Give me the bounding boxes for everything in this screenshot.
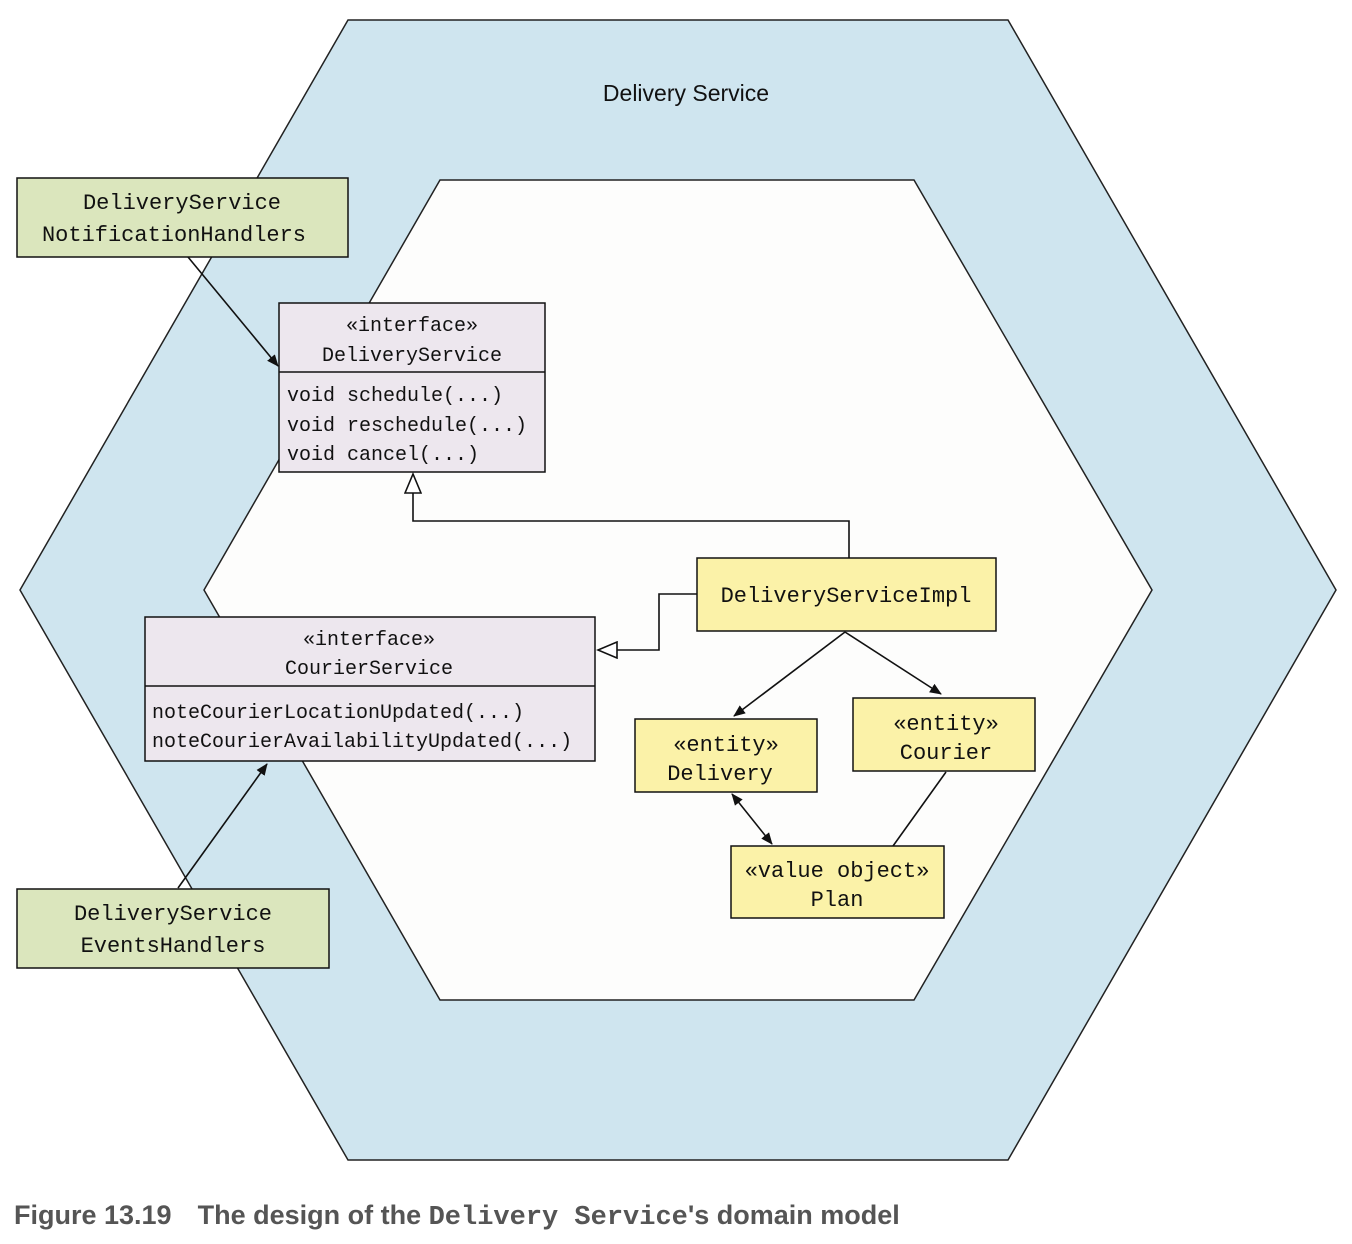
courier-service-name: CourierService: [285, 658, 453, 681]
delivery-entity-box: «entity» Delivery: [634, 718, 818, 793]
notification-handlers-line2: NotificationHandlers: [42, 223, 306, 248]
courier-service-method-location: noteCourierLocationUpdated(...): [152, 702, 524, 725]
delivery-service-method-reschedule: void reschedule(...): [287, 415, 527, 438]
impl-realizes-delivery-service: [413, 474, 850, 558]
notification-handlers-box: DeliveryService NotificationHandlers: [16, 177, 349, 258]
courier-entity-box: «entity» Courier: [852, 697, 1036, 772]
courier-plan-association: [892, 771, 947, 847]
courier-service-method-availability: noteCourierAvailabilityUpdated(...): [152, 731, 572, 754]
courier-entity-stereotype: «entity»: [893, 712, 999, 737]
events-handlers-line2: EventsHandlers: [81, 934, 266, 959]
events-handlers-arrow: [177, 763, 268, 889]
delivery-service-interface: «interface» DeliveryService void schedul…: [278, 302, 546, 473]
figure-number: Figure 13.19: [14, 1200, 172, 1230]
delivery-service-method-schedule: void schedule(...): [287, 385, 503, 408]
plan-value-object-box: «value object» Plan: [730, 845, 945, 919]
courier-service-stereotype: «interface»: [303, 629, 435, 652]
events-handlers-line1: DeliveryService: [74, 902, 272, 927]
delivery-service-stereotype: «interface»: [346, 315, 478, 338]
impl-realizes-courier-service: [598, 593, 697, 650]
delivery-plan-association: [731, 793, 773, 845]
events-handlers-box: DeliveryService EventsHandlers: [16, 888, 330, 969]
delivery-entity-name: Delivery: [667, 762, 773, 787]
courier-service-interface: «interface» CourierService noteCourierLo…: [144, 616, 596, 762]
impl-to-courier-arrow: [844, 631, 942, 695]
delivery-service-diagram: Delivery Service DeliveryService Notific…: [16, 19, 1337, 1161]
delivery-service-impl-name: DeliveryServiceImpl: [721, 584, 972, 609]
caption-text-before: The design of the: [197, 1200, 422, 1230]
plan-name: Plan: [811, 888, 864, 913]
hexagon-label: Delivery Service: [603, 80, 769, 106]
plan-stereotype: «value object»: [745, 859, 930, 884]
caption-code: Delivery Service: [428, 1203, 688, 1233]
delivery-service-impl-box: DeliveryServiceImpl: [696, 557, 997, 632]
notification-handlers-line1: DeliveryService: [83, 191, 281, 216]
caption-text-after: 's domain model: [687, 1200, 900, 1230]
delivery-service-name: DeliveryService: [322, 345, 502, 368]
delivery-service-method-cancel: void cancel(...): [287, 444, 479, 467]
notification-handlers-arrow: [187, 256, 279, 367]
courier-entity-name: Courier: [900, 741, 992, 766]
figure-caption: Figure 13.19 The design of the Delivery S…: [14, 1200, 1334, 1233]
delivery-entity-stereotype: «entity»: [673, 733, 779, 758]
impl-to-delivery-arrow: [733, 631, 846, 717]
